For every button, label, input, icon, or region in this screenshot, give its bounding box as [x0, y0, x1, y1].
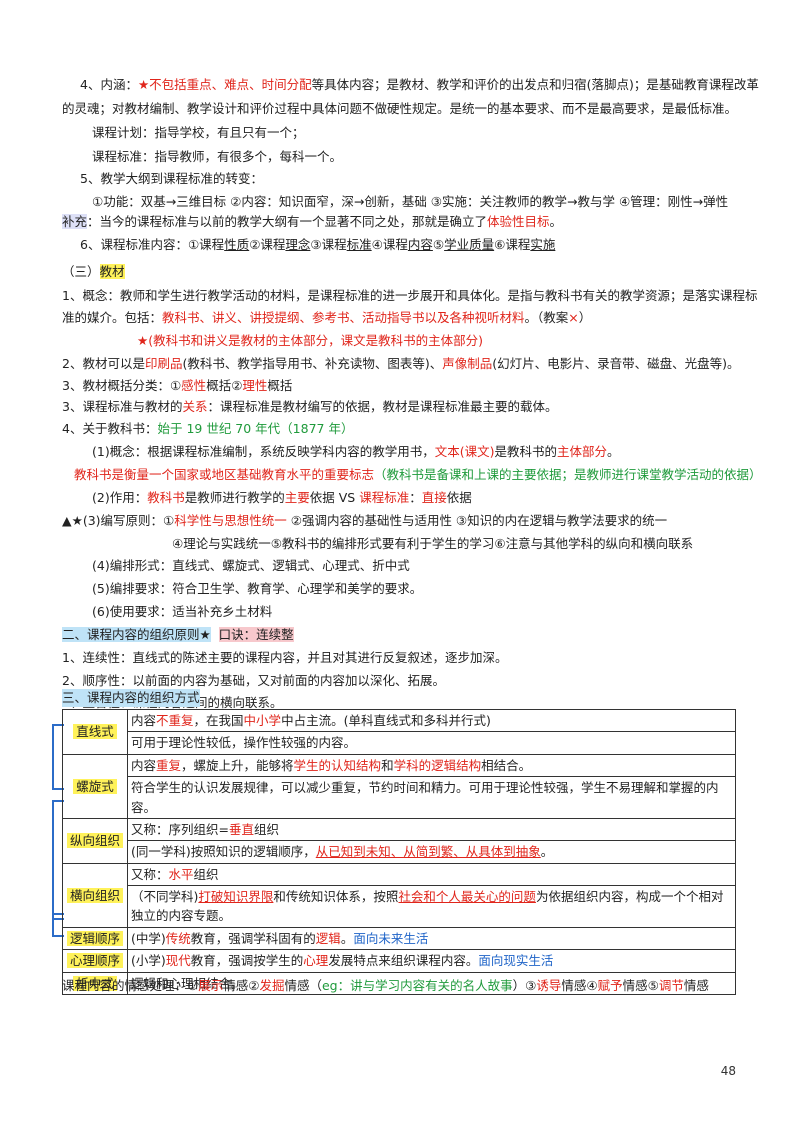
buchong-label: 补充	[62, 214, 88, 229]
bianpai-xingshi: (4)编排形式：直线式、螺旋式、逻辑式、心理式、折中式	[92, 558, 410, 573]
bianxie-yuanze-2: ④理论与实践统一⑤教科书的编排形式要有利于学生的学习⑥注意与其他学科的纵向和横向…	[172, 536, 694, 551]
buchong-line: 补充：当今的课程标准与以前的教学大纲有一个显著不同之处，那就是确立了体验性目标。	[62, 214, 563, 229]
row-label: 纵向组织	[66, 833, 123, 849]
shunxuxing: 2、顺序性：以前面的内容为基础，又对前面的内容加以深化、拓展。	[62, 673, 445, 688]
bracket-zhixian-luoxuan	[52, 724, 64, 790]
shiyong-yaoqiu: (6)使用要求：适当补充乡土材料	[92, 604, 273, 619]
row-label: 心理顺序	[66, 953, 123, 969]
row-label: 横向组织	[66, 887, 123, 903]
jiaokeshu-zuoyong: (2)作用：教科书是教师进行教学的主要依据 VS 课程标准：直接依据	[92, 490, 472, 505]
zuzhi-yuanze-heading: 二、课程内容的组织原则★ 口诀：连续整	[62, 627, 294, 642]
table-row-zongxiang: 纵向组织 又称：序列组织=垂直组织	[62, 817, 736, 864]
page-number: 48	[720, 1063, 736, 1078]
jiaocai-star-note: ★(教科书和讲义是教材的主体部分，课文是教科书的主体部分)	[137, 333, 483, 348]
bracket-luoji-xinli	[52, 913, 64, 937]
table-row-zhongshi: 折中式 逻辑和心理相结合。	[62, 971, 736, 995]
table-row-xinli: 心理顺序 (小学)现代教育，强调按学生的心理发展特点来组织课程内容。面向现实生活	[62, 949, 736, 973]
neihan-star-text: ★不包括重点、难点、时间分配	[137, 77, 312, 92]
koujue-badge: 口诀：连续整	[218, 627, 294, 642]
dagang-zhuanbian-items: ①功能：双基→三维目标 ②内容：知识面窄，深→创新，基础 ③实施：关注教师的教学…	[92, 194, 729, 209]
bracket-zongxiang-hengxiang	[52, 800, 64, 920]
jiaocai-heading: （三）教材	[62, 264, 125, 279]
biaozhun-jiaocai-guanxi: 3、课程标准与教材的关系：课程标准是教材编写的依据，教材是课程标准最主要的载体。	[62, 399, 558, 414]
row-label: 螺旋式	[73, 778, 117, 794]
neihan-line-2: 的灵魂；对教材编制、教学设计和评价过程中具体问题不做硬性规定。是统一的基本要求、…	[62, 101, 738, 116]
qinggan-chuli: 课程内容的情感处理：①展示情感②发掘情感（eg：讲与学习内容有关的名人故事）③诱…	[62, 978, 709, 993]
lianxuxing: 1、连续性：直线式的陈述主要的课程内容，并且对其进行反复叙述，逐步加深。	[62, 650, 508, 665]
dagang-zhuanbian-title: 5、教学大纲到课程标准的转变：	[80, 171, 263, 186]
row-label: 直线式	[73, 724, 117, 740]
zuzhi-fangshi-title: 三、课程内容的组织方式	[62, 689, 200, 708]
jiaocai-yinshua: 2、教材可以是印刷品(教科书、教学指导用书、补充读物、图表等)、声像制品(幻灯片…	[62, 356, 740, 371]
kecheng-biaozhun: 课程标准：指导教师，有很多个，每科一个。	[92, 149, 343, 164]
table-row-luoji: 逻辑顺序 (中学)传统教育，强调学科固有的逻辑。面向未来生活	[62, 926, 736, 951]
bianpai-yaoqiu: (5)编排要求：符合卫生学、教育学、心理学和美学的要求。	[92, 581, 423, 596]
bianxie-yuanze-1: ▲★(3)编写原则：①科学性与思想性统一 ②强调内容的基础性与适用性 ③知识的内…	[62, 513, 668, 528]
kecheng-jihua: 课程计划：指导学校，有且只有一个；	[92, 125, 305, 140]
jiaokeshu-biaozhi: 教科书是衡量一个国家或地区基础教育水平的重要标志（教科书是备课和上课的主要依据；…	[74, 467, 762, 482]
jiaokeshu-concept: (1)概念：根据课程标准编制，系统反映学科内容的教学用书，文本(课文)是教科书的…	[92, 444, 620, 459]
table-row-luoxuan: 螺旋式 内容重复，螺旋上升，能够将学生的认知结构和学科的逻辑结构相结合。	[62, 753, 736, 819]
jiaocai-fenlei: 3、教材概括分类：①感性概括②理性概括	[62, 378, 293, 393]
table-row-zhixian: 直线式 内容不重复，在我国中小学中占主流。(单科直线式和多科并行式)	[62, 708, 736, 755]
table-row-hengxiang: 横向组织 又称：水平组织	[62, 862, 736, 928]
jiaocai-concept-2: 准的媒介。包括：教科书、讲义、讲授提纲、参考书、活动指导书以及各种视听材料。（教…	[62, 310, 592, 325]
row-label: 折中式	[73, 975, 117, 991]
zuzhi-fangshi-table: 直线式 内容不重复，在我国中小学中占主流。(单科直线式和多科并行式) 可用于理论…	[62, 708, 736, 995]
biaozhun-neirong: 6、课程标准内容：①课程性质②课程理念③课程标准④课程内容⑤学业质量⑥课程实施	[80, 237, 556, 252]
jiaokeshu-heading: 4、关于教科书：始于 19 世纪 70 年代（1877 年）	[62, 421, 354, 436]
row-label: 逻辑顺序	[66, 930, 123, 946]
jiaocai-concept-1: 1、概念：教师和学生进行教学活动的材料，是课程标准的进一步展开和具体化。是指与教…	[62, 288, 758, 303]
neihan-line-1: 4、内涵：★不包括重点、难点、时间分配等具体内容；是教材、教学和评价的出发点和归…	[80, 77, 759, 92]
